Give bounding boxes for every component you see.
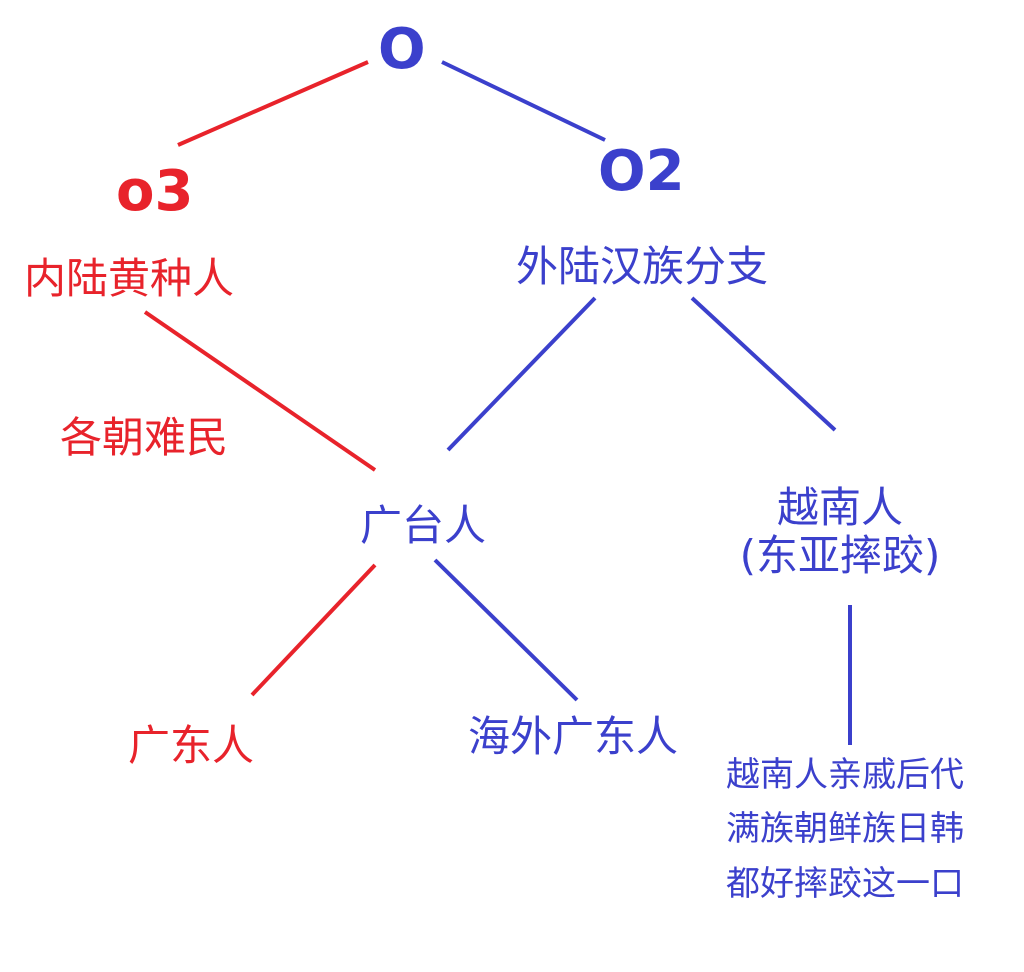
note-line-1: 越南人亲戚后代 [726,755,964,795]
vietnamese-node: 越南人 (东亚摔跤) [720,483,960,581]
edge-outerhan-guangtai [446,296,597,452]
guangtai-node: 广台人 [360,501,487,550]
refugees-label: 各朝难民 [60,413,229,462]
root-node: O [378,17,426,82]
outer-han-node: 外陆汉族分支 [516,242,769,291]
edge-root-o2 [441,60,606,142]
cantonese-node: 广东人 [128,721,255,770]
inland-node: 内陆黄种人 [24,254,235,303]
overseas-cantonese-node: 海外广东人 [468,712,679,761]
note-block: 越南人亲戚后代 满族朝鲜族日韩 都好摔跤这一口 [726,748,964,911]
o2-node: O2 [598,139,685,204]
note-line-3: 都好摔跤这一口 [726,863,964,904]
edge-inland-guangtai [143,310,377,472]
edge-guangtai-cantonese [250,563,377,697]
vietnamese-subtitle: (东亚摔跤) [739,531,941,581]
edge-outerhan-vietnamese [690,296,837,432]
vietnamese-title: 越南人 [776,483,903,532]
edge-root-o3 [177,60,369,147]
o3-node: o3 [116,159,194,224]
edge-guangtai-overseas [433,558,579,702]
note-line-2: 满族朝鲜族日韩 [726,809,964,850]
